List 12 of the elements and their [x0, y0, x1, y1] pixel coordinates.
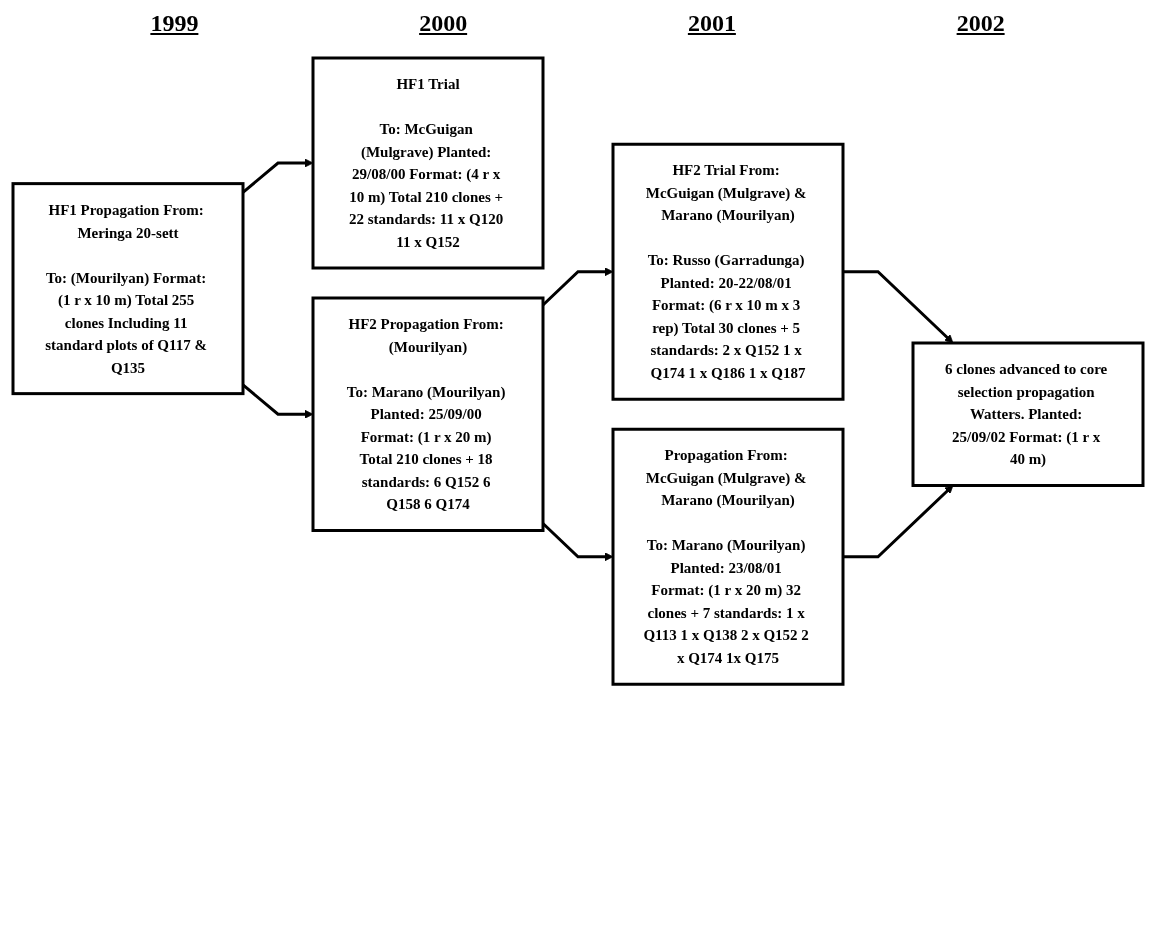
year-heading: 2000 — [419, 10, 468, 38]
node-box: HF2 Trial From: McGuigan (Mulgrave) & Marano (Mourilyan) To: Russo (Garradunga) Planted: 20-22/08/01 Format: (6 r x 10 m x 3 rep) Total 30 clones + 5 standards: 2 x Q152 1 x Q174 1 x Q186 1 x Q187 — [611, 142, 844, 401]
arrow — [842, 485, 953, 559]
year-heading: 1999 — [150, 10, 199, 38]
node-box: HF1 Trial To: McGuigan (Mulgrave) Planted: 29/08/00 Format: (4 r x 10 m) Total 210 clones + 22 standards: 11 x Q120 11 x Q152 — [311, 56, 544, 270]
arrow — [842, 270, 953, 344]
node-box: HF1 Propagation From: Meringa 20-sett To: (Mourilyan) Format: (1 r x 10 m) Total 255 clones Including 11 standard plots of Q117 & Q135 — [11, 182, 244, 396]
node-box: 6 clones advanced to core selection propagation Watters. Planted: 25/09/02 Format: (1 r x 40 m) — [911, 341, 1144, 487]
year-heading: 2001 — [687, 10, 736, 38]
node-box: HF2 Propagation From: (Mourilyan) To: Marano (Mourilyan) Planted: 25/09/00 Format: (1 r x 20 m) Total 210 clones + 18 standards: 6 Q152 6 Q158 6 Q174 — [311, 296, 544, 532]
node-box: Propagation From: McGuigan (Mulgrave) & Marano (Mourilyan) To: Marano (Mourilyan) Planted: 23/08/01 Format: (1 r x 20 m) 32 clones + 7 standards: 1 x Q113 1 x Q138 2 x Q152 2 x Q174 1x Q175 — [611, 427, 844, 686]
year-heading: 2002 — [956, 10, 1005, 38]
